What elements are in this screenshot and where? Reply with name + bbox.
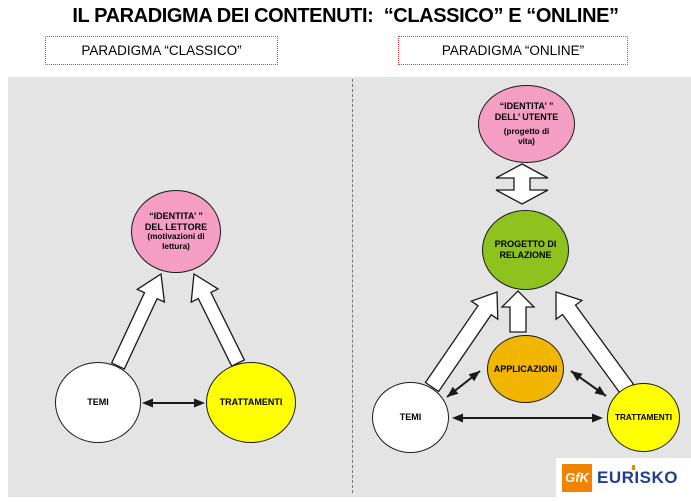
identita-utente-line2: DELL’ UTENTE [494,112,559,123]
block-arrow-temi-to-identita-lettore [110,272,166,370]
trattamenti-online-label: TRATTAMENTI [615,412,672,422]
node-temi-classic: TEMI [55,362,141,443]
identita-utente-line3: (progetto di [503,126,550,136]
arrowhead-temi-applicazioni-a [447,386,459,397]
arrowhead-applicazioni-trattamenti-b [594,385,606,396]
gfk-logo-mark: GfK [562,463,592,492]
node-progetto-di-relazione: PROGETTO DI RELAZIONE [482,210,569,290]
identita-utente-line4: vita) [518,136,535,146]
arrowhead-applicazioni-trattamenti-a [571,371,583,382]
block-double-arrow-identita-progetto [495,163,549,205]
identita-utente-line1: “IDENTITA’ ” [499,101,554,112]
arrowhead-temi-applicazioni-b [468,371,480,382]
arrowhead-left-online [452,413,463,423]
arrowhead-right-classic [194,398,205,408]
node-temi-online: TEMI [372,382,449,453]
progetto-line1: PROGETTO DI [494,239,557,250]
node-identita-dell-utente: “IDENTITA’ ” DELL’ UTENTE (progetto di v… [478,85,575,163]
node-trattamenti-classic: TRATTAMENTI [206,362,296,443]
trattamenti-classic-label: TRATTAMENTI [219,397,283,408]
arrowhead-left-classic [142,398,153,408]
identita-lettore-line3: (motivazioni di [147,232,205,242]
eurisko-wordmark: EURISKO [597,464,678,488]
eurisko-accent-mark [632,464,635,470]
block-arrow-temi-to-progetto [424,291,499,393]
identita-lettore-line4: lettura) [162,242,190,252]
eurisko-text: EURISKO [597,467,678,487]
slide-title: IL PARADIGMA DEI CONTENUTI: “CLASSICO” E… [72,5,619,27]
temi-classic-label: TEMI [87,397,109,408]
node-applicazioni: APPLICAZIONI [487,335,564,403]
block-arrow-trattamenti-to-progetto [555,291,635,395]
label-paradigma-online: PARADIGMA “ONLINE” [398,36,628,65]
temi-online-label: TEMI [399,412,422,423]
node-trattamenti-online: TRATTAMENTI [607,383,680,452]
panel-divider [352,79,353,493]
gfk-eurisko-logo: GfK EURISKO [556,458,691,497]
applicazioni-label: APPLICAZIONI [493,363,558,374]
diagram-canvas: “IDENTITA’ ” DEL LETTORE (motivazioni di… [8,77,691,497]
block-arrow-trattamenti-to-identita-lettore [190,272,246,367]
identita-lettore-line2: DEL LETTORE [144,221,208,232]
progetto-line2: RELAZIONE [499,250,552,260]
node-identita-del-lettore: “IDENTITA’ ” DEL LETTORE (motivazioni di… [131,190,221,273]
label-paradigma-classico: PARADIGMA “CLASSICO” [45,36,278,65]
arrowhead-right-online [592,413,603,423]
arrows-layer [110,163,635,423]
identita-lettore-line1: “IDENTITA’ ” [149,210,203,221]
gfk-logo-text: GfK [565,470,589,485]
block-arrow-applicazioni-to-progetto [500,290,536,333]
